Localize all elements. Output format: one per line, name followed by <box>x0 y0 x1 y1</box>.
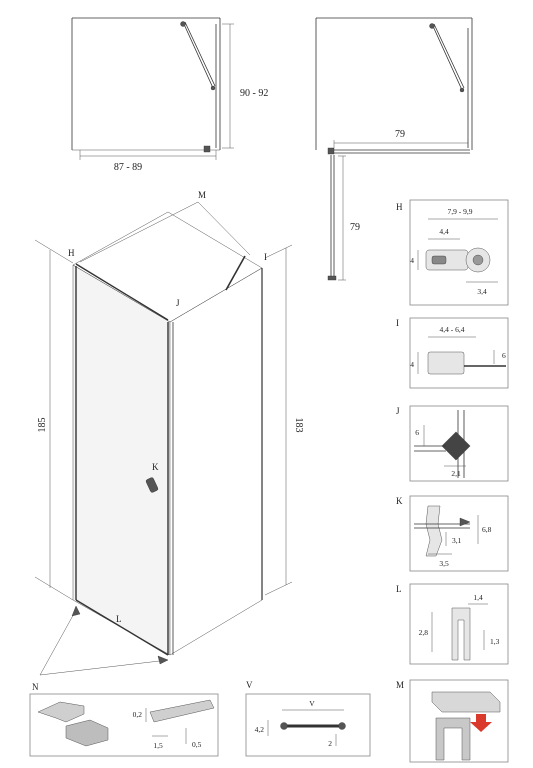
detail-l-dim-1: 1,4 <box>473 593 483 602</box>
detail-l-dim-3: 1,3 <box>490 637 500 646</box>
height-183: 183 <box>293 418 304 433</box>
label-h-iso: H <box>68 248 75 258</box>
width-79: 79 <box>395 129 405 140</box>
detail-h-dim-4: 3,4 <box>477 287 487 296</box>
detail-n-dim-1: 0,2 <box>133 710 143 719</box>
detail-i-tag: I <box>396 318 399 328</box>
detail-l: L 1,4 2,8 1,3 <box>396 583 509 665</box>
detail-l-dim-2: 2,8 <box>419 628 429 637</box>
detail-k: K 6,8 3,1 3,5 <box>396 495 509 572</box>
detail-m: M <box>396 679 509 763</box>
detail-j-dim-1: 6 <box>415 428 419 437</box>
detail-i-dim-1: 4,4 - 6,4 <box>440 325 465 334</box>
detail-h-dim-3: 4 <box>410 256 414 265</box>
detail-v-dim-3: 2 <box>328 739 332 748</box>
detail-n-dim-2: 1,5 <box>153 741 163 750</box>
detail-k-dim-2: 3,1 <box>452 536 462 545</box>
detail-j-tag: J <box>396 406 400 416</box>
detail-v: V V 4,2 2 <box>245 680 371 757</box>
height-185: 185 <box>37 418 48 433</box>
detail-k-dim-1: 6,8 <box>482 525 492 534</box>
detail-v-dim-2: 4,2 <box>255 725 265 734</box>
width-87-89: 87 - 89 <box>114 162 142 173</box>
detail-k-dim-3: 3,5 <box>439 559 449 568</box>
depth-90-92: 90 - 92 <box>240 88 268 99</box>
label-n-iso: N <box>32 682 39 692</box>
detail-j-dim-2: 2,1 <box>451 469 461 478</box>
detail-i-dim-2: 4 <box>410 360 414 369</box>
detail-h-tag: H <box>396 202 403 212</box>
detail-v-tag: V <box>246 680 253 690</box>
label-k-iso: K <box>152 462 159 472</box>
label-i-iso: I <box>264 252 267 262</box>
detail-i: I 4,4 - 6,4 4 6 <box>396 317 509 389</box>
detail-n-dim-3: 0,5 <box>192 740 202 749</box>
detail-l-tag: L <box>396 584 402 594</box>
detail-k-tag: K <box>396 496 403 506</box>
top-left-plan: 87 - 89 90 - 92 <box>71 17 268 173</box>
detail-v-dim-1: V <box>309 699 315 708</box>
top-right-plan: 79 79 <box>315 17 473 281</box>
detail-h: H 7,9 - 9,9 4,4 4 3,4 <box>396 199 509 306</box>
detail-j: J 6 2,1 <box>396 405 509 482</box>
detail-i-dim-3: 6 <box>502 351 506 360</box>
detail-m-tag: M <box>396 680 404 690</box>
down-arrow-icon <box>470 714 492 732</box>
depth-79: 79 <box>350 222 360 233</box>
detail-n: 0,2 1,5 0,5 <box>29 693 219 757</box>
detail-h-dim-2: 4,4 <box>439 227 449 236</box>
detail-h-dim-1: 7,9 - 9,9 <box>448 207 473 216</box>
label-j-iso: J <box>176 298 180 308</box>
label-m-iso: M <box>198 190 206 200</box>
iso-view: 185 183 H I J K L M N <box>32 190 304 692</box>
label-l-iso: L <box>116 614 122 624</box>
